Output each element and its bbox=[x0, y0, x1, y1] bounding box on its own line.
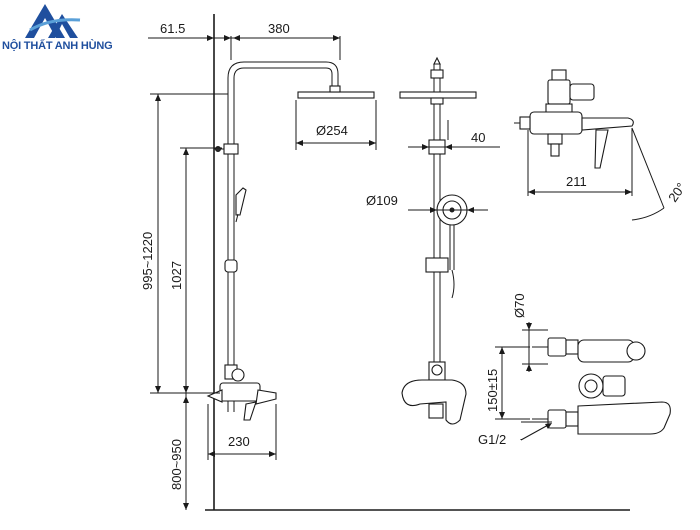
label-bar-height: 1027 bbox=[169, 261, 184, 290]
label-thread: G1/2 bbox=[478, 432, 506, 447]
wall-and-floor bbox=[205, 14, 630, 511]
label-head-diameter: Ø254 bbox=[316, 123, 348, 138]
label-hand-shower-diameter: Ø109 bbox=[366, 193, 398, 208]
dimension-lines-middle bbox=[408, 144, 500, 213]
label-spout-angle: 20° bbox=[665, 180, 689, 205]
label-mixer-projection: 230 bbox=[228, 434, 250, 449]
mixer-front-detail bbox=[495, 329, 671, 435]
dimension-lines-top-right bbox=[528, 189, 632, 195]
label-offset: 61.5 bbox=[160, 21, 185, 36]
shower-front-view bbox=[399, 56, 477, 425]
dimension-lines-left bbox=[148, 35, 376, 510]
dimension-lines-bottom-right bbox=[499, 322, 552, 441]
mountain-logo-icon bbox=[25, 4, 81, 38]
label-spout-length: 211 bbox=[566, 174, 587, 189]
label-mount-height: 800~950 bbox=[169, 439, 184, 490]
brand-name: NỘI THẤT ANH HÙNG bbox=[2, 40, 113, 52]
mixer-side-detail bbox=[514, 69, 665, 221]
label-inlet-center: Ø70 bbox=[512, 293, 527, 318]
shower-side-view bbox=[150, 36, 377, 460]
label-bar-gap: 40 bbox=[471, 130, 485, 145]
label-inlet-spacing: 150±15 bbox=[485, 369, 500, 412]
label-arm-length: 380 bbox=[268, 21, 290, 36]
label-overall-height: 995~1220 bbox=[140, 232, 155, 290]
dimension-labels: 61.5 380 Ø254 40 Ø109 995~1220 1027 800~… bbox=[140, 21, 689, 490]
brand-logo: NỘI THẤT ANH HÙNG bbox=[0, 0, 125, 60]
